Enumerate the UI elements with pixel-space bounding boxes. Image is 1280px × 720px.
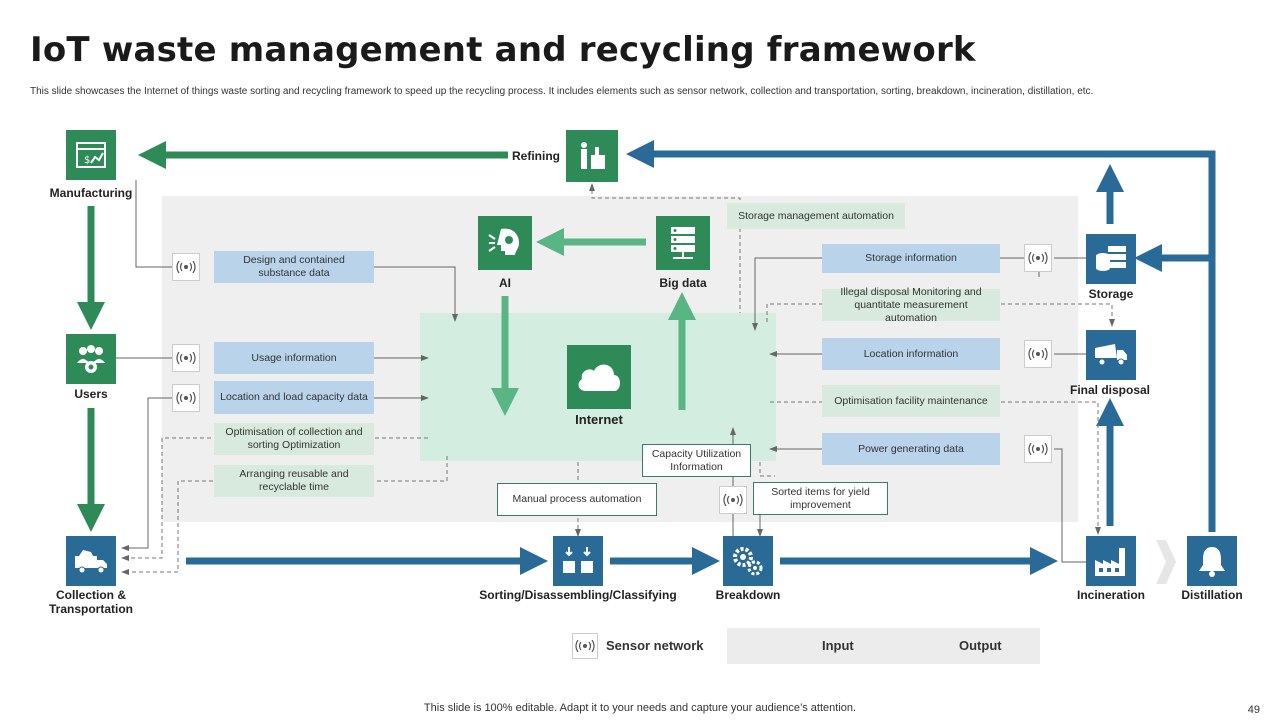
page-title: IoT waste management and recycling frame…	[30, 30, 976, 70]
illegal-disposal-box: Illegal disposal Monitoring and quantita…	[822, 286, 1000, 324]
sensor-icon	[172, 384, 200, 412]
capacity-utilization-box: Capacity Utilization Information	[642, 444, 751, 477]
ai-label: AI	[499, 276, 511, 290]
big-data-label: Big data	[659, 276, 707, 290]
incineration-label: Incineration	[1076, 588, 1145, 602]
manufacturing-icon: $	[66, 130, 116, 180]
usage-info-box: Usage information	[214, 342, 374, 374]
final-disposal-icon	[1086, 330, 1136, 380]
storage-label: Storage	[1088, 287, 1134, 301]
distillation-label: Distillation	[1181, 588, 1243, 602]
power-data-box: Power generating data	[822, 433, 1000, 465]
sensor-icon	[1024, 244, 1052, 272]
page-number: 49	[1247, 704, 1260, 716]
design-data-box: Design and contained substance data	[214, 251, 374, 283]
sensor-icon	[719, 486, 747, 514]
location-info-box: Location information	[822, 338, 1000, 370]
chevron-icon	[1156, 540, 1176, 584]
manual-process-box: Manual process automation	[497, 483, 657, 516]
page-subtitle: This slide showcases the Internet of thi…	[30, 86, 1094, 97]
storage-info-box: Storage information	[822, 244, 1000, 273]
arrow-distillation-refining	[626, 140, 1216, 532]
incineration-icon	[1086, 536, 1136, 586]
sensor-icon	[172, 344, 200, 372]
sorting-icon	[553, 536, 603, 586]
internet-label: Internet	[575, 412, 623, 427]
breakdown-label: Breakdown	[715, 588, 781, 602]
internet-icon	[567, 345, 631, 409]
legend-sensor-network: Sensor network	[606, 638, 704, 653]
legend-panel	[727, 628, 1040, 664]
storage-icon	[1086, 234, 1136, 284]
distillation-icon	[1187, 536, 1237, 586]
refining-icon	[566, 130, 618, 182]
legend-sensor-icon	[572, 633, 598, 659]
svg-text:$: $	[84, 155, 90, 166]
sorting-label: Sorting/Disassembling/Classifying	[479, 588, 677, 602]
arranging-box: Arranging reusable and recyclable time	[214, 465, 374, 497]
sensor-icon	[1024, 340, 1052, 368]
collection-icon	[66, 536, 116, 586]
refining-label: Refining	[512, 149, 560, 163]
users-label: Users	[74, 387, 108, 401]
users-icon	[66, 334, 116, 384]
breakdown-icon	[723, 536, 773, 586]
optimisation-facility-box: Optimisation facility maintenance	[822, 385, 1000, 417]
footer-note: This slide is 100% editable. Adapt it to…	[423, 702, 857, 714]
storage-management-box: Storage management automation	[727, 203, 905, 229]
collection-label: Collection & Transportation	[48, 588, 133, 616]
optimisation-collection-box: Optimisation of collection and sorting O…	[214, 423, 374, 455]
sensor-icon	[172, 253, 200, 281]
manufacturing-label: Manufacturing	[49, 186, 133, 200]
location-load-box: Location and load capacity data	[214, 381, 374, 414]
big-data-icon	[656, 216, 710, 270]
legend-input: Input	[822, 638, 854, 653]
legend-output: Output	[959, 638, 1002, 653]
final-disposal-label: Final disposal	[1069, 383, 1150, 397]
sorted-items-box: Sorted items for yield improvement	[753, 482, 888, 515]
sensor-icon	[1024, 435, 1052, 463]
ai-icon	[478, 216, 532, 270]
